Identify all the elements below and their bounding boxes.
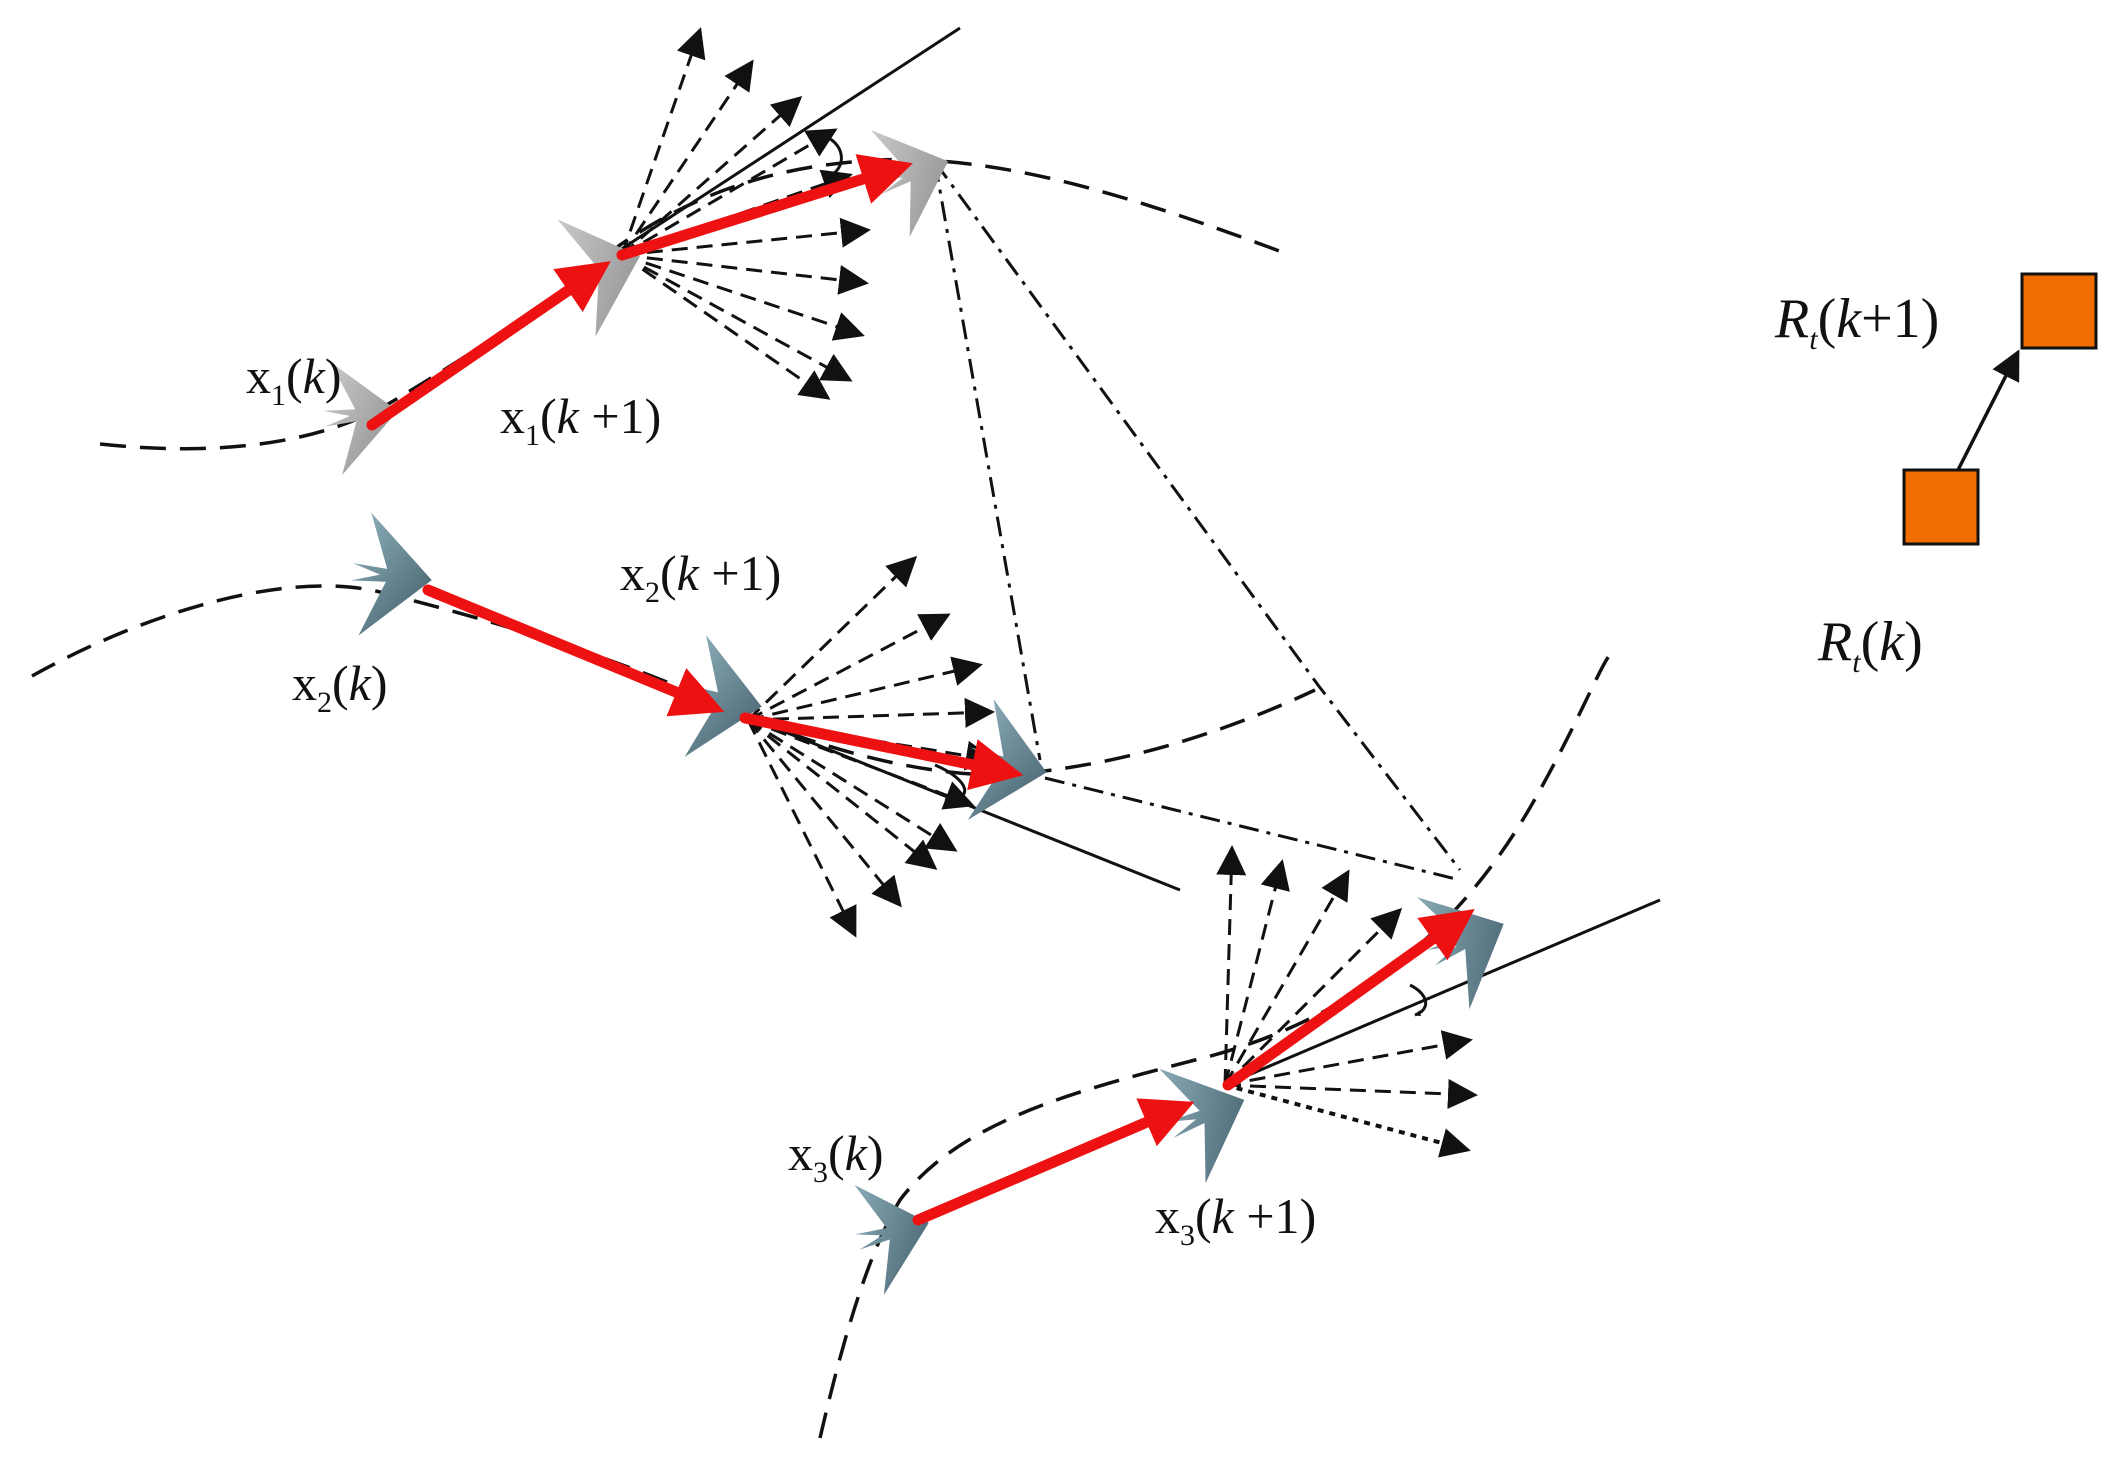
candidate-move-arrow (746, 719, 857, 938)
candidate-move-arrow (746, 719, 902, 908)
uav-icons (318, 108, 1531, 1299)
candidate-move-arrow (747, 718, 958, 852)
label-rt-k-plus-1: Rt(k+1) (1774, 288, 1939, 356)
candidate-move-arrow (1224, 1030, 1473, 1087)
label-x1-k-plus-1: x1(k +1) (500, 388, 661, 452)
candidate-move-arrow (747, 718, 938, 870)
selected-move-uav2-step1 (422, 584, 725, 717)
target-motion (1902, 272, 2098, 546)
candidate-move-arrow (621, 253, 831, 400)
candidate-move-arrow (621, 128, 838, 257)
selected-move-uav1-step1 (366, 261, 611, 431)
target-motion-arrow (1956, 349, 2020, 471)
candidate-move-arrow (1216, 845, 1247, 1086)
candidate-move-arrow (621, 253, 853, 382)
candidate-moves-uav2 (746, 555, 996, 938)
label-rt-k: Rt(k) (1817, 611, 1923, 679)
label-x3-k-plus-1: x3(k +1) (1155, 1188, 1316, 1252)
label-x1-k: x1(k) (246, 348, 342, 412)
target-square-icon (1902, 468, 1980, 546)
target-square-icon (2020, 272, 2098, 350)
candidate-move-arrow (1223, 869, 1350, 1086)
candidate-move-arrow (621, 253, 865, 341)
candidate-move-arrow (747, 718, 975, 810)
candidate-move-arrow (1223, 859, 1290, 1086)
selected-move-uav1-step2 (616, 154, 913, 261)
selected-moves (366, 154, 1475, 1226)
candidate-moves-uav1 (620, 27, 871, 400)
trajectory-uav-3 (818, 651, 1617, 1439)
candidate-move-arrow (621, 96, 803, 257)
candidate-move-arrow (1224, 1078, 1478, 1109)
link-uav2-uav3 (1044, 776, 1461, 882)
candidate-move-arrow (1223, 907, 1403, 1087)
trajectory-uav-2 (31, 584, 1316, 777)
label-x2-k: x2(k) (292, 655, 388, 719)
candidate-move-arrow (747, 656, 983, 722)
candidate-move-arrow (747, 613, 951, 722)
angle-arc-uav1 (819, 133, 843, 180)
uav-icon (345, 511, 439, 643)
heading-line-uav1 (619, 26, 961, 252)
candidate-move-arrow (620, 59, 754, 256)
selected-move-uav3-step1 (912, 1098, 1195, 1226)
link-uav1-uav2 (933, 161, 1042, 761)
candidate-moves-uav3 (1216, 845, 1478, 1158)
label-x2-k-plus-1: x2(k +1) (620, 545, 781, 609)
candidate-move-arrow (747, 718, 996, 771)
candidate-move-arrow (621, 253, 869, 295)
uav-icon (842, 1168, 944, 1299)
candidate-move-arrow (1224, 1083, 1471, 1158)
candidate-move-arrow (621, 217, 871, 257)
angle-arc-uav3 (1409, 983, 1428, 1017)
candidate-move-arrow (747, 697, 995, 728)
selected-move-uav3-step2 (1222, 908, 1475, 1091)
selected-move-uav2-step2 (739, 712, 1024, 791)
coordination-lines (933, 161, 1462, 882)
labels: x1(k) x1(k +1) x2(k) x2(k +1) x3(k) x3(k… (246, 288, 1939, 1252)
heading-line-uav3 (1224, 898, 1661, 1087)
link-uav1-uav3 (933, 161, 1462, 871)
candidate-move-arrow (746, 555, 918, 722)
label-x3-k: x3(k) (788, 1125, 884, 1189)
candidate-move-arrow (620, 27, 706, 256)
